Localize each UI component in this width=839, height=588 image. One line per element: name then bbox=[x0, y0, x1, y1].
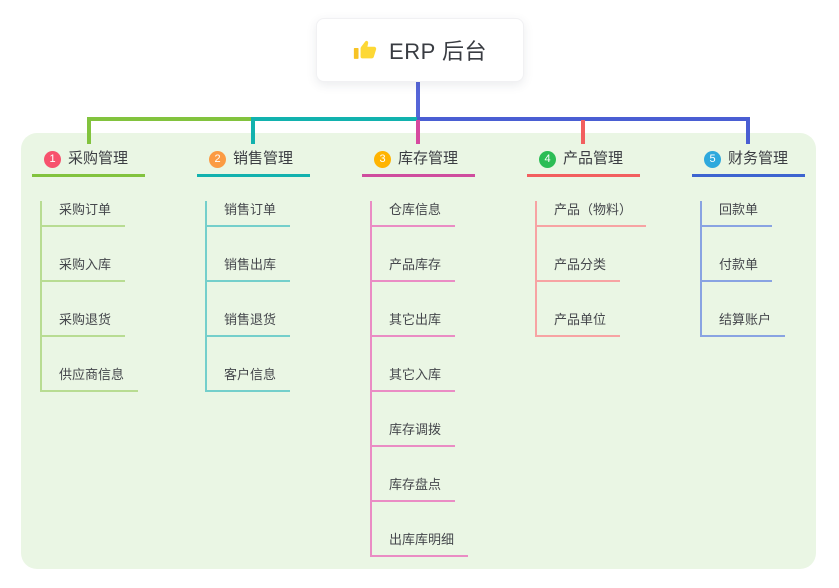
bus-line-sales bbox=[251, 117, 418, 121]
node-item[interactable]: 销售出库 bbox=[207, 256, 291, 282]
branches-panel bbox=[21, 133, 816, 569]
root-title: ERP 后台 bbox=[389, 39, 487, 64]
branch-product-header[interactable]: 4 产品管理 bbox=[527, 146, 640, 177]
node-item[interactable]: 出库库明细 bbox=[372, 531, 469, 557]
branch-number-badge: 4 bbox=[539, 150, 556, 168]
branch-sales-children: 销售订单 销售出库 销售退货 客户信息 bbox=[205, 201, 347, 392]
branch-number-badge: 1 bbox=[44, 150, 61, 168]
node-item[interactable]: 产品库存 bbox=[372, 256, 456, 282]
branch-title: 采购管理 bbox=[68, 150, 129, 167]
node-item[interactable]: 其它入库 bbox=[372, 366, 456, 392]
branch-title: 销售管理 bbox=[233, 150, 294, 167]
bus-line-purchase bbox=[87, 117, 253, 121]
thumbs-up-icon bbox=[353, 37, 379, 63]
node-item[interactable]: 其它出库 bbox=[372, 311, 456, 337]
branch-finance: 5 财务管理 回款单 付款单 结算账户 bbox=[692, 146, 839, 337]
branch-number-badge: 3 bbox=[374, 150, 391, 168]
root-node[interactable]: ERP 后台 bbox=[316, 18, 524, 82]
node-item[interactable]: 仓库信息 bbox=[372, 201, 456, 227]
branch-sales: 2 销售管理 销售订单 销售出库 销售退货 客户信息 bbox=[197, 146, 347, 392]
node-item[interactable]: 采购入库 bbox=[42, 256, 126, 282]
drop-line-product bbox=[581, 120, 585, 144]
node-item[interactable]: 库存调拨 bbox=[372, 421, 456, 447]
branch-inventory: 3 库存管理 仓库信息 产品库存 其它出库 其它入库 库存调拨 库存盘点 出库库… bbox=[362, 146, 512, 557]
branch-inventory-children: 仓库信息 产品库存 其它出库 其它入库 库存调拨 库存盘点 出库库明细 bbox=[370, 201, 512, 557]
branch-purchase-header[interactable]: 1 采购管理 bbox=[32, 146, 145, 177]
drop-line-finance bbox=[746, 117, 750, 144]
drop-line-sales bbox=[251, 117, 255, 144]
branch-title: 财务管理 bbox=[728, 150, 789, 167]
branch-product-children: 产品（物料） 产品分类 产品单位 bbox=[535, 201, 677, 337]
node-item[interactable]: 供应商信息 bbox=[42, 366, 139, 392]
drop-line-inventory bbox=[416, 120, 420, 144]
node-item[interactable]: 产品分类 bbox=[537, 256, 621, 282]
node-item[interactable]: 产品单位 bbox=[537, 311, 621, 337]
branch-number-badge: 2 bbox=[209, 150, 226, 168]
branch-inventory-header[interactable]: 3 库存管理 bbox=[362, 146, 475, 177]
node-item[interactable]: 回款单 bbox=[702, 201, 773, 227]
branch-finance-header[interactable]: 5 财务管理 bbox=[692, 146, 805, 177]
drop-line-purchase bbox=[87, 117, 91, 144]
branch-purchase-children: 采购订单 采购入库 采购退货 供应商信息 bbox=[40, 201, 182, 392]
node-item[interactable]: 库存盘点 bbox=[372, 476, 456, 502]
node-item[interactable]: 产品（物料） bbox=[537, 201, 647, 227]
node-item[interactable]: 结算账户 bbox=[702, 311, 786, 337]
node-item[interactable]: 采购订单 bbox=[42, 201, 126, 227]
branch-product: 4 产品管理 产品（物料） 产品分类 产品单位 bbox=[527, 146, 677, 337]
bus-line-finance bbox=[417, 117, 750, 121]
branch-title: 产品管理 bbox=[563, 150, 624, 167]
branch-title: 库存管理 bbox=[398, 150, 459, 167]
root-connector-line bbox=[416, 82, 420, 120]
branch-finance-children: 回款单 付款单 结算账户 bbox=[700, 201, 839, 337]
node-item[interactable]: 销售退货 bbox=[207, 311, 291, 337]
node-item[interactable]: 采购退货 bbox=[42, 311, 126, 337]
branch-sales-header[interactable]: 2 销售管理 bbox=[197, 146, 310, 177]
branch-purchase: 1 采购管理 采购订单 采购入库 采购退货 供应商信息 bbox=[32, 146, 182, 392]
branch-number-badge: 5 bbox=[704, 150, 721, 168]
node-item[interactable]: 付款单 bbox=[702, 256, 773, 282]
node-item[interactable]: 客户信息 bbox=[207, 366, 291, 392]
node-item[interactable]: 销售订单 bbox=[207, 201, 291, 227]
